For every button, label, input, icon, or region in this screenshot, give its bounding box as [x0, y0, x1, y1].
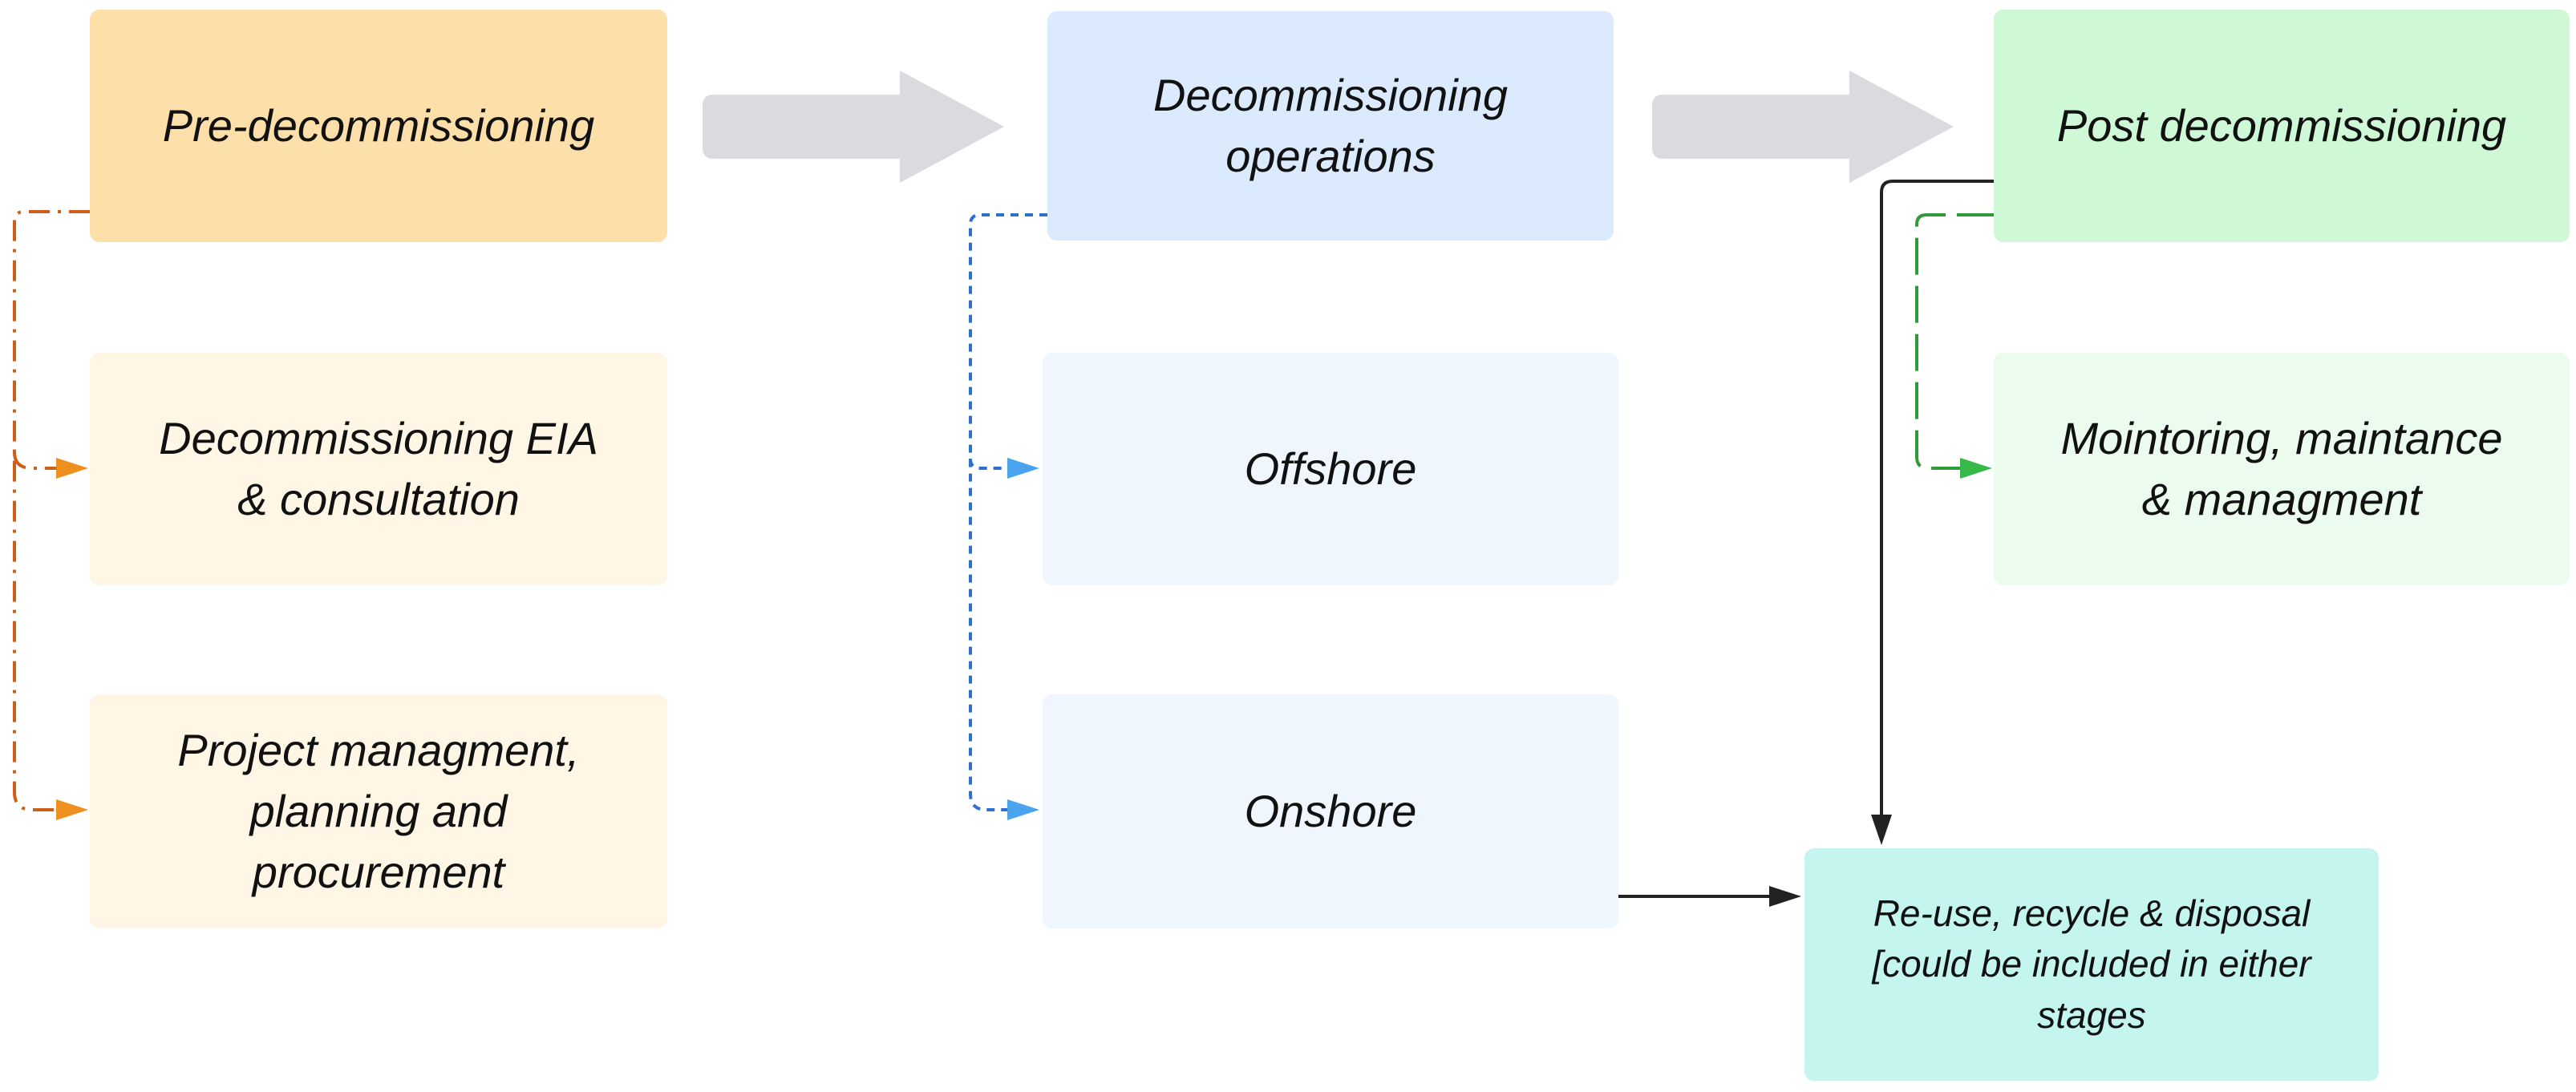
offshore-box[interactable]: Offshore [1043, 353, 1618, 585]
post-to-reuse-link [1880, 180, 1994, 815]
box-label: Project managment, planning and procurem… [177, 724, 580, 898]
onshore-box[interactable]: Onshore [1043, 694, 1618, 928]
arrowhead-icon [1871, 815, 1892, 845]
box-label: Decommissioning EIA & consultation [159, 412, 598, 524]
post-stage-connector [1915, 213, 1994, 470]
right-arrow-icon [703, 71, 1004, 183]
box-label: Onshore [1244, 785, 1417, 836]
box-label: Mointoring, maintance & managment [2060, 412, 2503, 524]
monitoring-box[interactable]: Mointoring, maintance & managment [1994, 353, 2570, 585]
arrowhead-icon [1007, 799, 1039, 820]
box-label: Decommissioning operations [1153, 69, 1508, 181]
pre-decommissioning-box[interactable]: Pre-decommissioning [90, 10, 667, 242]
arrowhead-icon [56, 799, 88, 820]
box-label: Re-use, recycle & disposal [could be inc… [1872, 892, 2311, 1036]
pre-stage-connector [13, 210, 90, 811]
reuse-recycle-disposal-box[interactable]: Re-use, recycle & disposal [could be inc… [1804, 848, 2379, 1081]
eia-consultation-box[interactable]: Decommissioning EIA & consultation [90, 353, 667, 585]
post-decommissioning-box[interactable]: Post decommissioning [1994, 10, 2570, 242]
project-management-box[interactable]: Project managment, planning and procurem… [90, 694, 667, 928]
ops-stage-connector [969, 213, 1047, 811]
box-label: Pre-decommissioning [162, 99, 595, 151]
right-arrow-icon [1652, 71, 1954, 183]
arrowhead-icon [1007, 458, 1039, 479]
arrowhead-icon [1960, 458, 1992, 479]
arrowhead-icon [56, 458, 88, 479]
box-label: Offshore [1244, 443, 1417, 494]
arrowhead-icon [1769, 886, 1801, 907]
box-label: Post decommissioning [2056, 99, 2507, 151]
decommissioning-operations-box[interactable]: Decommissioning operations [1047, 11, 1614, 241]
